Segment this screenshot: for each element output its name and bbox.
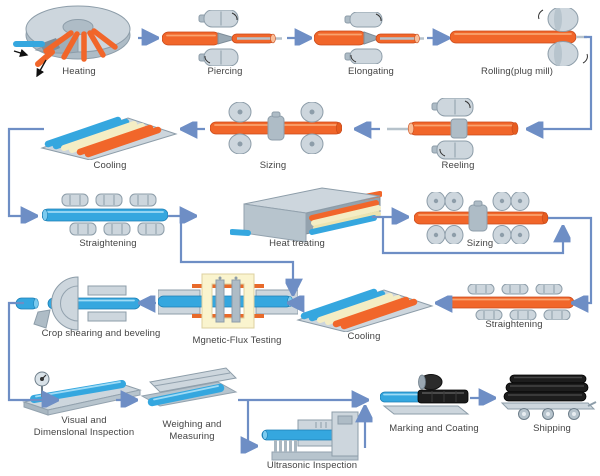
sizing-mill-icon <box>209 101 343 155</box>
label-crop-shearing: Crop shearing and beveling <box>41 328 161 339</box>
station-straightening-1 <box>41 192 169 243</box>
reeling-mill-icon <box>387 97 519 160</box>
station-sizing-1 <box>209 101 343 159</box>
piercing-mill-icon <box>161 9 282 67</box>
straightener-icon <box>41 193 169 236</box>
label-rolling-plug-mill: Rolling(plug mill) <box>480 66 553 77</box>
elongating-mill-icon <box>313 11 424 65</box>
station-magnetic-flux-testing <box>157 270 299 337</box>
label-visual-inspection: Visual and Dimenslonal Inspection <box>4 415 164 438</box>
label-straightening-1: Straightening <box>79 238 137 249</box>
label-cooling-1: Cooling <box>93 160 127 171</box>
heat-treat-furnace-icon <box>229 187 383 243</box>
label-visual-inspection-line2: Dimenslonal Inspection <box>33 426 135 438</box>
magnetic-flux-tester-icon <box>157 273 299 329</box>
inspection-bench-icon <box>22 371 142 416</box>
label-marking-coating: Marking and Coating <box>389 423 479 434</box>
label-heat-treating: Heat treating <box>269 238 325 249</box>
station-piercing <box>161 9 284 71</box>
label-sizing-1: Sizing <box>259 160 287 171</box>
sizing-mill-icon <box>413 191 549 245</box>
label-magnetic-flux-testing: Mgnetic-Flux Testing <box>192 335 282 346</box>
straightener-icon <box>447 283 575 321</box>
label-shipping: Shipping <box>533 423 571 434</box>
label-heating: Heating <box>62 66 96 77</box>
label-piercing: Piercing <box>207 66 243 77</box>
label-sizing-2: Sizing <box>466 238 494 249</box>
station-shipping <box>496 374 598 427</box>
rotary-hearth-furnace-icon <box>13 5 131 78</box>
cooling-bed-icon <box>40 116 178 161</box>
station-cooling-1 <box>40 98 178 165</box>
crop-shear-icon <box>15 276 141 331</box>
plug-mill-icon <box>449 6 588 67</box>
station-heating <box>12 2 136 87</box>
station-cooling-2 <box>296 270 434 337</box>
station-weighing <box>140 366 238 423</box>
label-straightening-2: Straightening <box>485 319 543 330</box>
label-weighing-line1: Weighing and <box>162 419 222 430</box>
ultrasonic-tester-icon <box>261 411 359 461</box>
label-weighing: Weighing and Measuring <box>112 419 272 442</box>
marking-coating-icon <box>379 374 470 415</box>
station-ultrasonic-inspection <box>258 410 366 469</box>
label-reeling: Reeling <box>441 160 475 171</box>
station-elongating <box>313 11 426 69</box>
station-rolling-plug-mill <box>449 6 588 71</box>
weighing-rack-icon <box>140 367 238 407</box>
station-reeling <box>385 97 523 165</box>
label-elongating: Elongating <box>348 66 394 77</box>
arrow-cooling1-to-straightening1 <box>7 127 44 216</box>
shipping-truck-icon <box>500 374 597 420</box>
label-weighing-line2: Measuring <box>169 430 215 442</box>
cooling-bed-icon <box>296 288 434 333</box>
label-cooling-2: Cooling <box>347 331 381 342</box>
label-ultrasonic-inspection: Ultrasonic Inspection <box>266 460 358 471</box>
label-visual-inspection-line1: Visual and <box>61 415 107 426</box>
station-marking-coating <box>379 374 472 423</box>
